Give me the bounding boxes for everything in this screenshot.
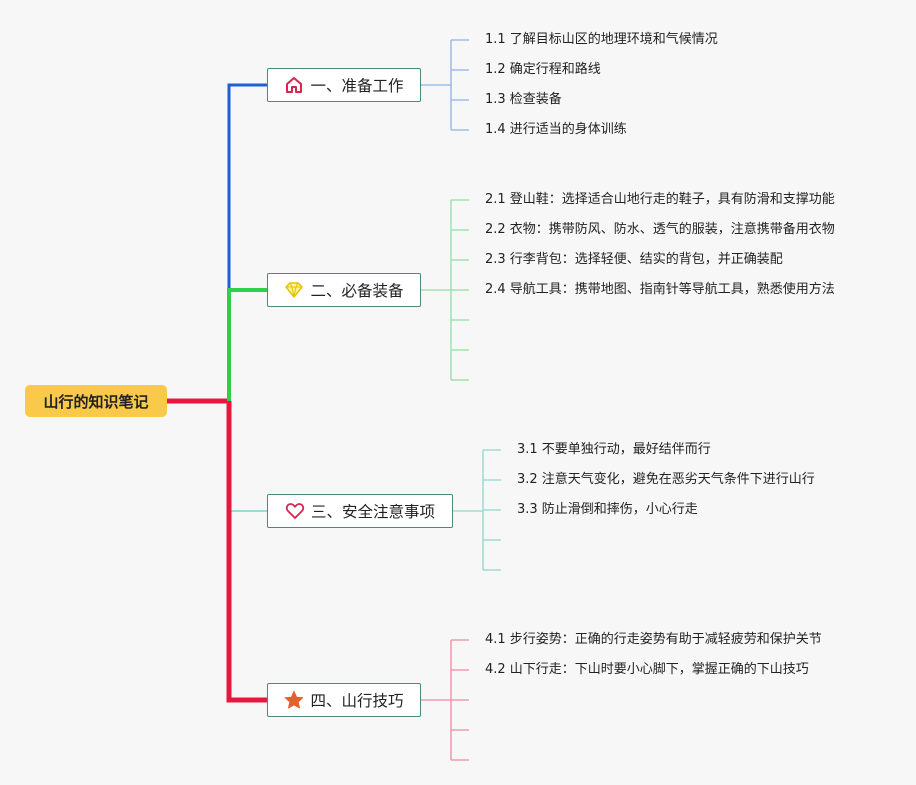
leaf-topic[interactable]: 2.4 导航工具：携带地图、指南针等导航工具，熟悉使用方法: [485, 282, 835, 297]
leaf-topic[interactable]: 4.2 山下行走：下山时要小心脚下，掌握正确的下山技巧: [485, 662, 809, 677]
leaf-topic[interactable]: 3.2 注意天气变化，避免在恶劣天气条件下进行山行: [517, 472, 815, 487]
leaf-topic[interactable]: 1.2 确定行程和路线: [485, 62, 601, 77]
leaf-topic[interactable]: 1.1 了解目标山区的地理环境和气候情况: [485, 32, 718, 47]
root-topic[interactable]: 山行的知识笔记: [25, 385, 167, 417]
leaf-topic[interactable]: 1.4 进行适当的身体训练: [485, 122, 627, 137]
leaf-topic[interactable]: 3.1 不要单独行动，最好结伴而行: [517, 442, 711, 457]
house-icon: [284, 75, 304, 95]
branch-1-leaf-connectors: [421, 39, 469, 131]
heart-icon: [285, 501, 305, 521]
leaf-topic[interactable]: 3.3 防止滑倒和摔伤，小心行走: [517, 502, 698, 517]
branch-topic-safety[interactable]: 三、安全注意事项: [267, 494, 453, 528]
branch-4-leaf-connectors: [421, 639, 469, 761]
branch-topic-prep[interactable]: 一、准备工作: [267, 68, 421, 102]
branch-2-connector: [227, 288, 267, 401]
leaf-topic[interactable]: 4.1 步行姿势：正确的行走姿势有助于减轻疲劳和保护关节: [485, 632, 822, 647]
branch-label: 一、准备工作: [310, 77, 404, 95]
diamond-icon: [284, 280, 304, 300]
leaf-topic[interactable]: 2.2 衣物：携带防风、防水、透气的服装，注意携带备用衣物: [485, 222, 835, 237]
branch-1-connector: [227, 83, 267, 290]
branch-2-leaf-connectors: [421, 199, 469, 381]
branch-4-connector: [226, 401, 267, 703]
star-icon: [284, 690, 304, 710]
branch-topic-skills[interactable]: 四、山行技巧: [267, 683, 421, 717]
root-topic-label: 山行的知识笔记: [43, 392, 149, 411]
leaf-topic[interactable]: 1.3 检查装备: [485, 92, 562, 107]
branch-topic-equipment[interactable]: 二、必备装备: [267, 273, 421, 307]
branch-label: 二、必备装备: [310, 282, 404, 300]
leaf-topic[interactable]: 2.1 登山鞋：选择适合山地行走的鞋子，具有防滑和支撑功能: [485, 192, 835, 207]
branch-label: 四、山行技巧: [310, 692, 404, 710]
branch-label: 三、安全注意事项: [310, 503, 435, 521]
branch-3-leaf-connectors: [453, 449, 501, 571]
leaf-topic[interactable]: 2.3 行李背包：选择轻便、结实的背包，并正确装配: [485, 252, 783, 267]
